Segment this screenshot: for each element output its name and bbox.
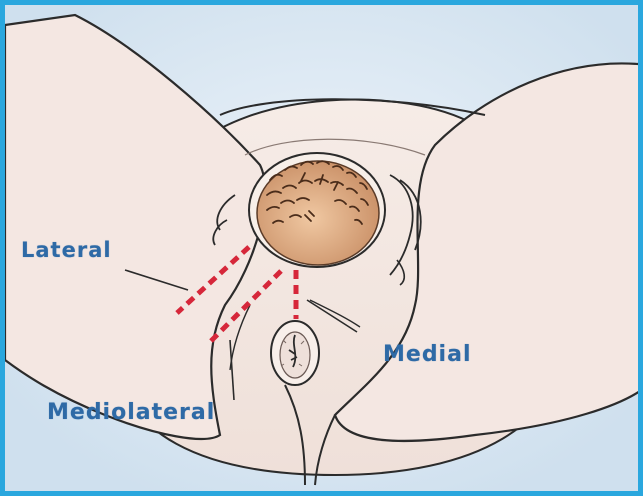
label-medial: Medial: [383, 342, 472, 367]
crowning-head: [257, 161, 379, 265]
label-mediolateral: Mediolateral: [47, 400, 215, 425]
label-lateral: Lateral: [21, 238, 112, 262]
